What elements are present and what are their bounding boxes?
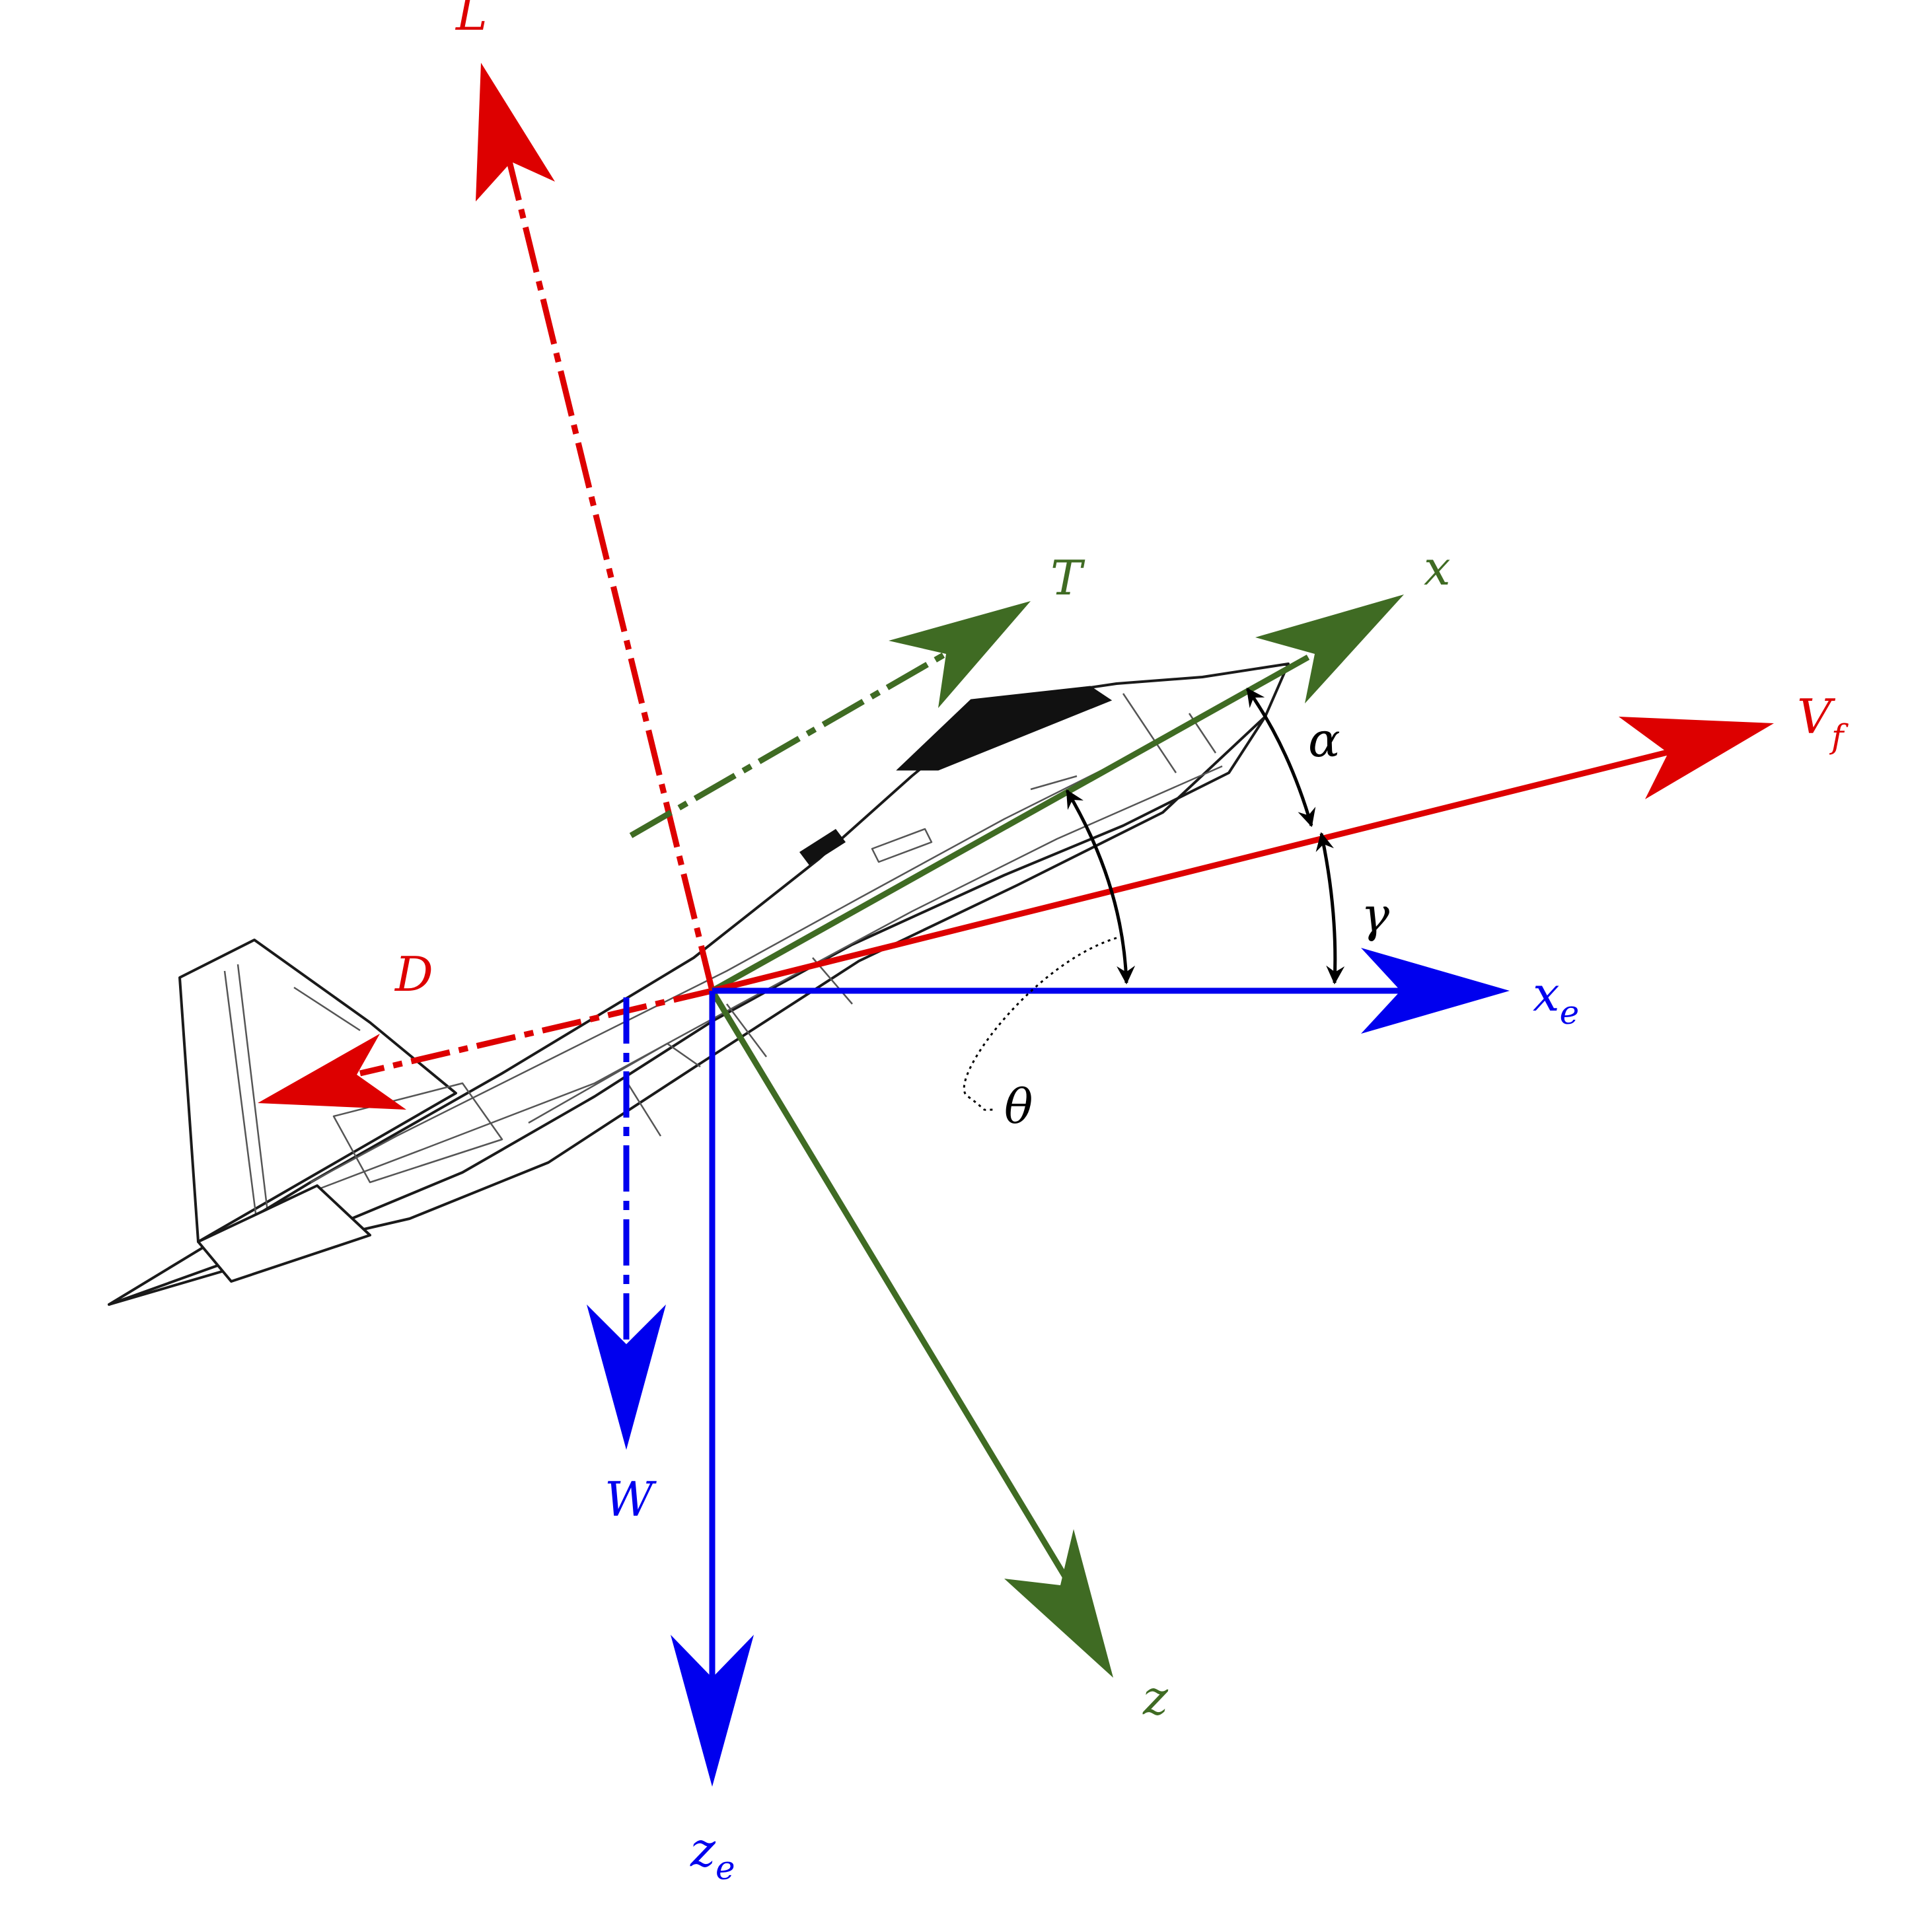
body-x-label: x <box>1424 540 1451 596</box>
earth-x-axis <box>712 948 1510 1034</box>
body-z-axis-shaft <box>710 989 1073 1587</box>
gamma-label: γ <box>1361 887 1390 943</box>
body-x-axis-shaft <box>710 655 1310 993</box>
lift-vector-shaft <box>505 157 716 992</box>
horizontal-stabilizer <box>197 1184 371 1283</box>
gamma-angle-arc <box>1315 832 1345 985</box>
drag-vector <box>258 987 714 1110</box>
body-x-arrowhead <box>1255 594 1404 703</box>
earth-z-axis <box>671 991 754 1787</box>
thrust-vector <box>629 601 1031 838</box>
alpha-label: α <box>1308 712 1341 768</box>
velocity-vector-shaft <box>711 746 1679 994</box>
earth-x-arrowhead <box>1361 948 1510 1034</box>
earth-z-label-main: z <box>690 1822 716 1877</box>
weight-arrowhead <box>587 1305 666 1450</box>
theta-leader-line <box>963 937 1117 1111</box>
velocity-arrowhead <box>1619 717 1774 799</box>
cockpit-canopy <box>896 686 1113 771</box>
alpha-angle-arc <box>1245 688 1316 828</box>
thrust-vector-shaft <box>629 648 953 838</box>
lift-label: L <box>455 0 488 41</box>
vent-detail <box>871 828 933 863</box>
theta-angle-arc <box>1065 789 1136 985</box>
drag-vector-shaft <box>359 987 714 1077</box>
drag-arrowhead <box>258 1034 406 1110</box>
tail-fin-rudder-line <box>223 964 361 1219</box>
theta-label: θ <box>1004 1079 1033 1134</box>
body-z-label: z <box>1142 1670 1169 1725</box>
earth-x-label-main: x <box>1533 966 1560 1022</box>
body-z-axis <box>710 989 1113 1678</box>
intake-lip-detail <box>799 829 846 865</box>
velocity-label-subscript: f <box>1829 717 1849 756</box>
velocity-label-main: V <box>1797 689 1836 744</box>
weight-label: W <box>605 1472 657 1527</box>
fighter-jet-side-view-icon <box>108 662 1290 1306</box>
weight-vector <box>587 997 666 1450</box>
velocity-label: Vf <box>1797 689 1849 756</box>
side-panel-line-2 <box>310 732 1177 1184</box>
intake-panel <box>332 1082 503 1184</box>
lift-arrowhead <box>476 63 555 201</box>
thrust-arrowhead <box>889 601 1031 708</box>
velocity-vector <box>711 717 1774 994</box>
earth-z-label-subscript: e <box>716 1849 735 1887</box>
earth-x-label-subscript: e <box>1560 993 1580 1032</box>
lift-vector <box>476 63 716 992</box>
earth-x-label: xe <box>1533 966 1579 1032</box>
body-z-arrowhead <box>1004 1529 1113 1678</box>
earth-z-arrowhead <box>671 1635 754 1787</box>
thrust-label: T <box>1050 550 1085 606</box>
earth-z-label: ze <box>690 1822 735 1887</box>
body-x-axis <box>710 594 1404 993</box>
drag-label: D <box>394 947 433 1002</box>
